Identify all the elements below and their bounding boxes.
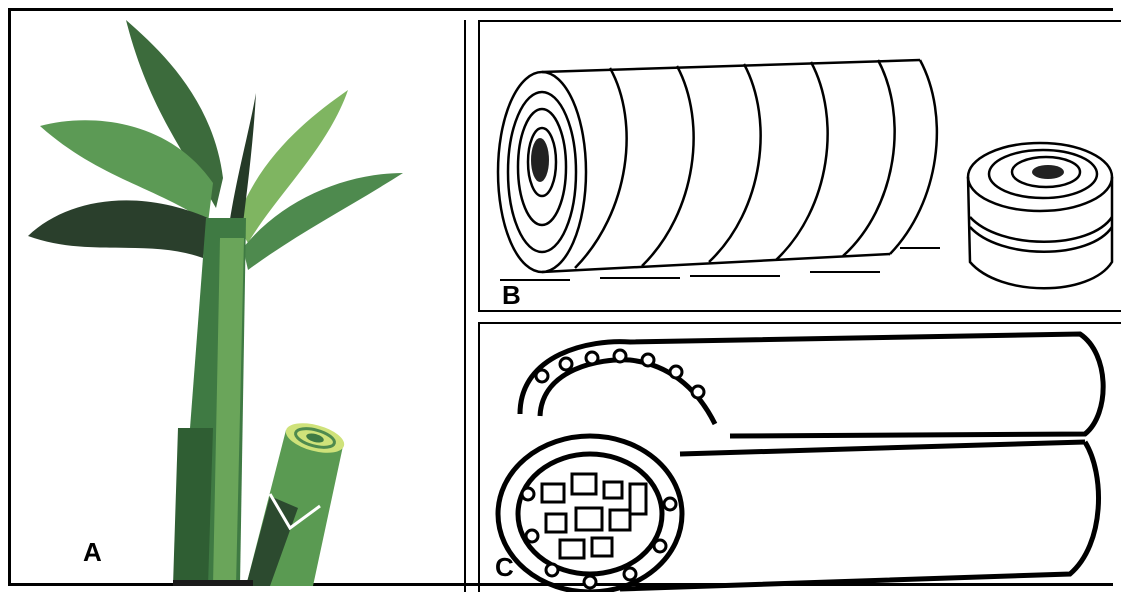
ground-line — [173, 580, 253, 586]
panel-c-label: C — [495, 552, 514, 583]
outer-cell — [664, 498, 676, 510]
tissue-cell — [610, 510, 630, 530]
slice-arc-4 — [776, 62, 828, 260]
outer-cell — [584, 576, 596, 588]
tissue-cell — [542, 484, 564, 502]
outer-cell — [586, 352, 598, 364]
split-pseudostem-drawing — [480, 324, 1121, 592]
lower-body-bottom — [620, 442, 1099, 589]
lower-body-top — [680, 442, 1085, 454]
slice-body-top — [542, 60, 920, 72]
slice-arc-3 — [709, 64, 761, 262]
tissue-cell — [576, 508, 602, 530]
tissue-cell — [546, 514, 566, 532]
outer-cell — [546, 564, 558, 576]
outer-cell — [614, 350, 626, 362]
outer-cell — [560, 358, 572, 370]
panel-b-label: B — [502, 280, 521, 311]
upper-half-outline — [520, 334, 1103, 436]
slice-arc-end — [890, 60, 937, 254]
single-slice-band — [970, 217, 1112, 252]
tissue-cell — [630, 484, 646, 514]
outer-cell — [536, 370, 548, 382]
single-slice-core — [1032, 165, 1064, 179]
outer-cell — [692, 386, 704, 398]
outer-cell — [526, 530, 538, 542]
panel-a-banana-plant — [8, 8, 462, 586]
slice-arc-1 — [575, 68, 627, 268]
tissue-cell — [604, 482, 622, 498]
tissue-cell — [560, 540, 584, 558]
slice-arc-5 — [843, 60, 895, 256]
outer-cell — [670, 366, 682, 378]
outer-cell — [642, 354, 654, 366]
slice-arc-2 — [642, 66, 694, 266]
sliced-pseudostem-drawing — [480, 22, 1121, 312]
tissue-cell — [572, 474, 596, 494]
panel-b-sliced-pseudostem — [478, 20, 1121, 312]
outer-cell — [654, 540, 666, 552]
outer-cell — [522, 488, 534, 500]
panel-divider — [464, 20, 466, 592]
panel-c-split-pseudostem — [478, 322, 1121, 592]
core-dark — [531, 138, 549, 182]
banana-plant-illustration — [8, 8, 462, 586]
panel-a-label: A — [83, 537, 102, 568]
pseudostem-shadow — [173, 428, 213, 586]
outer-cell — [624, 568, 636, 580]
leaf-left-dark — [28, 200, 208, 258]
tissue-cell — [592, 538, 612, 556]
